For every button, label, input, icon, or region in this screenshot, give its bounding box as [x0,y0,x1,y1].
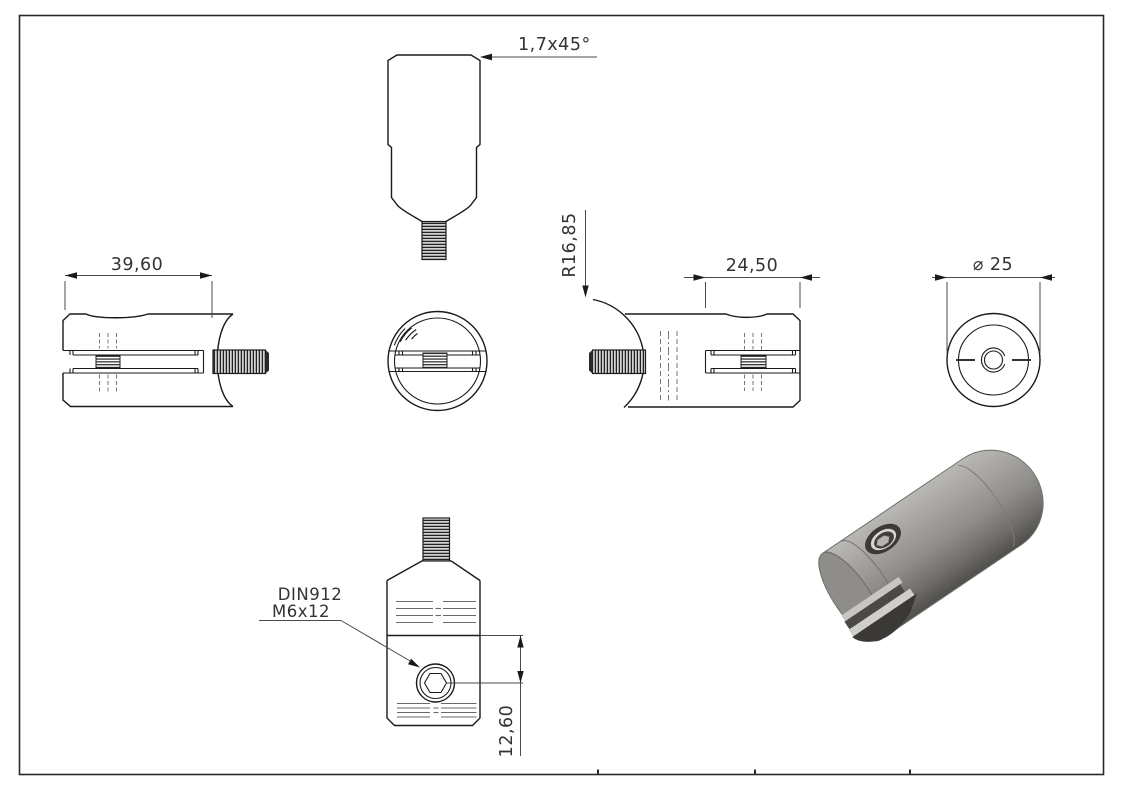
screw-offset-label: 12,60 [497,705,517,758]
knurl-hatch-upper [396,600,476,624]
glass-slot [704,349,800,374]
glass-slot [63,349,205,374]
dimension-saddle-radius: R16,85 [560,210,589,298]
inner-circle [393,317,482,405]
chamfer-callout: 1,7x45° [480,35,597,61]
view-left-side: 39,60 [62,255,269,408]
hex-socket-3d [865,523,901,555]
outer-circle [946,312,1041,408]
hex-socket [423,672,448,694]
stud-tip [265,350,269,374]
clamp-spring [95,355,121,369]
body-outline [387,54,481,223]
threaded-stud [212,349,267,375]
hidden-hole-lines [744,333,762,391]
thread-arc [980,347,1006,373]
sheet-border [18,14,1105,776]
body-outline [625,313,801,408]
dimension-screw-offset: 12,60 [446,635,524,758]
slot-gap [844,584,906,630]
saddle-arc [592,298,645,409]
tapped-hole [983,350,1004,370]
dimension-diameter: ⌀ 25 [932,255,1055,353]
clamp-width-label: 24,50 [726,256,779,276]
dimension-clamp-width: 24,50 [684,256,820,308]
hidden-hole-lines [99,333,117,392]
far-chamfer-edge [958,464,1015,547]
hex-recess [875,534,891,548]
screw-standard-label: DIN912 [278,585,342,604]
threaded-stud [421,220,447,261]
slot-upper-plate [841,576,903,622]
body-outline [62,313,233,408]
sheet-fold-marks [597,769,911,775]
threaded-stud [591,349,647,375]
screw-callout: DIN912 M6x12 [259,585,420,668]
reflection-hatch [393,327,418,346]
view-right-side: 24,50 [589,256,820,409]
slot-bottom-lip [852,593,917,642]
view-top-elevation: 1,7x45° [387,35,597,261]
outer-circle [387,310,488,412]
cylinder-3d [818,449,1044,642]
diameter-label: ⌀ 25 [973,255,1013,275]
hidden-bore-lines [660,331,678,401]
screw-size-label: M6x12 [272,602,330,621]
view-bottom: DIN912 M6x12 12,60 [259,517,524,758]
body-outline [386,580,481,727]
clamp-spring [740,355,767,369]
dimension-overall-width: 39,60 [64,255,213,318]
dome-outline [386,559,481,582]
saddle-radius-label: R16,85 [560,212,580,277]
slot-lower-plate [848,588,915,637]
stud-thread-section [422,352,448,369]
overall-width-label: 39,60 [111,255,164,275]
knurl-hatch-lower [397,702,477,718]
stud-tip [589,350,593,374]
threaded-stud [422,517,451,562]
view-front-circle [387,310,488,412]
view-end-circle: ⌀ 25 [932,255,1055,408]
render-3d [818,449,1044,642]
chamfer-label: 1,7x45° [518,35,591,55]
